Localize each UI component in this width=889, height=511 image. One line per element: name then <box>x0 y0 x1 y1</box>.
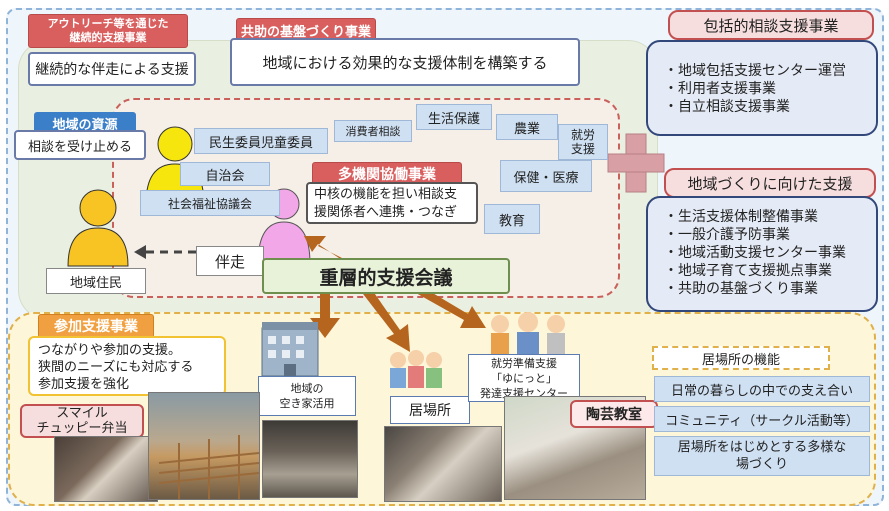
pottery-label: 陶芸教室 <box>570 400 658 428</box>
bento-photo <box>54 436 158 502</box>
kyojo-body: 地域における効果的な支援体制を構築する <box>230 38 580 86</box>
node-jichikai: 自治会 <box>180 162 270 186</box>
node-shuro-line1: 就労 <box>570 128 595 142</box>
akiya-line2: 空き家活用 <box>279 397 335 410</box>
shuro-center-line2: 「ゆにっと」 <box>491 371 557 385</box>
house-entrance-photo <box>262 420 358 498</box>
ibasho-func-title: 居場所の機能 <box>652 346 830 370</box>
meeting-title: 重層的支援会議 <box>262 258 510 294</box>
comprehensive-item: ・地域包括支援センター運営 <box>664 63 846 79</box>
outreach-title-line1: アウトリーチ等を通じた <box>47 17 169 30</box>
node-shuro: 就労 支援 <box>558 124 608 160</box>
ibasho-func-item: 居場所をはじめとする多様な 場づくり <box>654 436 870 476</box>
local-resources-title: 地域の資源 <box>34 112 136 134</box>
vacant-house-photo <box>148 392 260 500</box>
participation-line2: 狭間のニーズにも対応する <box>38 360 194 375</box>
node-shuro-line2: 支援 <box>570 142 595 156</box>
smile-bento-label: スマイル チュッピー弁当 <box>20 404 144 438</box>
community-dev-item: ・地域活動支援センター事業 <box>664 245 846 261</box>
comprehensive-title: 包括的相談支援事業 <box>668 10 874 40</box>
node-minsei: 民生委員児童委員 <box>194 128 328 154</box>
ibasho-func-item: コミュニティ（サークル活動等） <box>654 406 870 432</box>
multi-agency-body: 中核の機能を担い相談支 援関係者へ連携・つなぎ <box>306 182 478 224</box>
multi-agency-body-line1: 中核の機能を担い相談支 <box>314 187 458 202</box>
comprehensive-list: ・地域包括支援センター運営 ・利用者支援事業 ・自立相談支援事業 <box>646 40 878 136</box>
banso-label: 伴走 <box>196 246 264 276</box>
banso-arrow <box>134 245 198 259</box>
resident-label: 地域住民 <box>46 268 146 294</box>
outreach-title: アウトリーチ等を通じた 継続的支援事業 <box>28 14 188 48</box>
group-people-icon <box>390 350 442 388</box>
outreach-body: 継続的な伴走による支援 <box>28 52 196 86</box>
node-kyoiku: 教育 <box>484 204 540 234</box>
workers-icon <box>491 312 565 356</box>
ibasho-photo <box>384 426 502 502</box>
ibasho-func-item3-line2: 場づくり <box>735 457 788 472</box>
community-dev-list: ・生活支援体制整備事業 ・一般介護予防事業 ・地域活動支援センター事業 ・地域子… <box>646 196 878 312</box>
smile-line1: スマイル <box>56 406 108 421</box>
outreach-title-line2: 継続的支援事業 <box>69 31 147 44</box>
node-shakyo: 社会福祉協議会 <box>140 190 280 216</box>
akiya-line1: 地域の <box>290 382 324 395</box>
participation-line3: 参加支援を強化 <box>38 377 130 392</box>
node-consumer: 消費者相談 <box>334 120 412 142</box>
local-resources-body: 相談を受け止める <box>14 130 146 160</box>
node-hoken: 保健・医療 <box>500 160 592 192</box>
deck-lines <box>158 435 259 499</box>
community-dev-item: ・生活支援体制整備事業 <box>664 209 818 225</box>
comprehensive-item: ・利用者支援事業 <box>664 81 776 97</box>
plus-icon <box>607 133 665 193</box>
community-dev-item: ・一般介護予防事業 <box>664 227 790 243</box>
akiya-label: 地域の 空き家活用 <box>258 376 356 416</box>
shuro-center-line1: 就労準備支援 <box>491 356 557 370</box>
multi-agency-body-line2: 援関係者へ連携・つなぎ <box>314 205 458 220</box>
participation-line1: つながりや参加の支援。 <box>38 343 182 358</box>
node-seikatsu: 生活保護 <box>416 104 492 130</box>
participation-body: つながりや参加の支援。 狭間のニーズにも対応する 参加支援を強化 <box>28 336 226 396</box>
ibasho-func-item3-line1: 居場所をはじめとする多様な <box>677 440 847 455</box>
community-dev-item: ・共助の基盤づくり事業 <box>664 281 818 297</box>
shuro-center-label: 就労準備支援 「ゆにっと」 発達支援センター <box>468 354 580 402</box>
resident-person-icon <box>67 189 129 267</box>
community-dev-item: ・地域子育て支援拠点事業 <box>664 263 832 279</box>
node-nogyo: 農業 <box>496 114 558 140</box>
ibasho-label: 居場所 <box>390 396 470 424</box>
building-icon <box>261 322 319 377</box>
comprehensive-item: ・自立相談支援事業 <box>664 99 790 115</box>
smile-line2: チュッピー弁当 <box>36 421 128 436</box>
ibasho-func-item: 日常の暮らしの中での支え合い <box>654 376 870 402</box>
participation-title: 参加支援事業 <box>38 314 154 338</box>
